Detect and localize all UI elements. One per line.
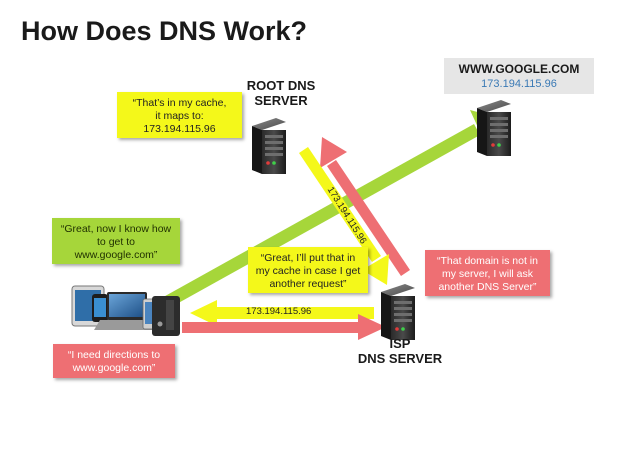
red-arrow-isp-to-root (320, 137, 410, 276)
arrow-label-isp-to-client: 173.194.115.96 (246, 306, 312, 317)
callout-line: 173.194.115.96 (143, 123, 216, 135)
callout-line: it maps to: (155, 110, 204, 122)
isp-server-label: ISP DNS SERVER (348, 336, 452, 366)
server-icon (252, 118, 286, 174)
red-arrow-client-to-isp (182, 314, 386, 340)
yellow-arrow-root-to-isp (299, 147, 389, 285)
callout-line: another request” (269, 278, 347, 290)
callout-line: my server, I will ask (441, 268, 533, 280)
server-icon (381, 284, 415, 340)
callout-line: www.google.com” (72, 362, 156, 374)
callout-line: my cache in case I get (255, 265, 361, 277)
callout-line: another DNS Server” (438, 281, 537, 293)
callout-line: to get to (97, 236, 135, 248)
callout-know-how: “Great, now I know how to get to www.goo… (52, 218, 180, 264)
callout-line: “I need directions to (67, 349, 161, 361)
client-devices (71, 285, 180, 336)
callout-line: www.google.com” (74, 249, 158, 261)
google-label-box: WWW.GOOGLE.COM 173.194.115.96 (444, 58, 594, 94)
callout-need-directions: “I need directions to www.google.com” (53, 344, 175, 378)
google-name: WWW.GOOGLE.COM (458, 62, 580, 76)
callout-root-cache: “That’s in my cache, it maps to: 173.194… (117, 92, 242, 138)
game-console-icon (152, 296, 180, 336)
root-server-label: ROOT DNS SERVER (236, 78, 326, 108)
callout-line: “Great, now I know how (60, 223, 172, 235)
isp-server-label-line1: ISP (389, 336, 411, 351)
callout-isp-cache: “Great, I’ll put that in my cache in cas… (248, 247, 368, 293)
isp-server-label-line2: DNS SERVER (357, 351, 443, 366)
callout-line: “That domain is not in (437, 255, 538, 267)
callout-line: “That’s in my cache, (132, 97, 227, 109)
root-server-label-line1: ROOT DNS (246, 78, 316, 93)
google-ip: 173.194.115.96 (481, 78, 557, 90)
yellow-arrow-isp-to-client (190, 300, 374, 326)
phone-icon (92, 294, 108, 322)
page-title: How Does DNS Work? (21, 16, 308, 46)
callout-not-in-server: “That domain is not in my server, I will… (425, 250, 550, 296)
root-server-label-line2: SERVER (254, 93, 308, 108)
server-icon (477, 100, 511, 156)
callout-line: “Great, I’ll put that in (260, 252, 356, 264)
